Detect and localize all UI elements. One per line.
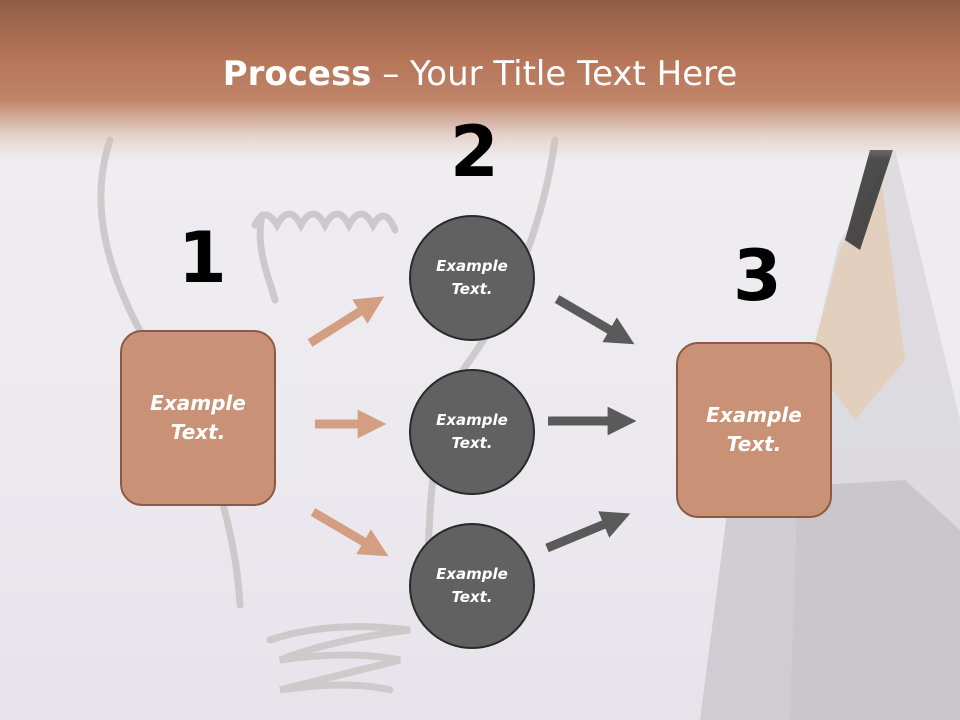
title-bar [0,0,960,160]
right-box-text: Example Text. [706,403,802,456]
left-box-text: Example Text. [150,391,246,444]
step-number-1: 1 [178,217,227,299]
circle-top-text: Example Text. [436,257,508,298]
right-box: Example Text. [676,342,832,518]
step-number-3: 3 [733,235,782,317]
slide-title: Process – Your Title Text Here [0,52,960,96]
circle-middle-text: Example Text. [436,411,508,452]
left-box: Example Text. [120,330,276,506]
circle-bottom: Example Text. [409,523,535,649]
title-rest: – Your Title Text Here [371,54,738,94]
circle-bottom-text: Example Text. [436,565,508,606]
title-bold: Process [222,54,372,94]
circle-middle: Example Text. [409,369,535,495]
step-number-2: 2 [450,111,499,193]
circle-top: Example Text. [409,215,535,341]
